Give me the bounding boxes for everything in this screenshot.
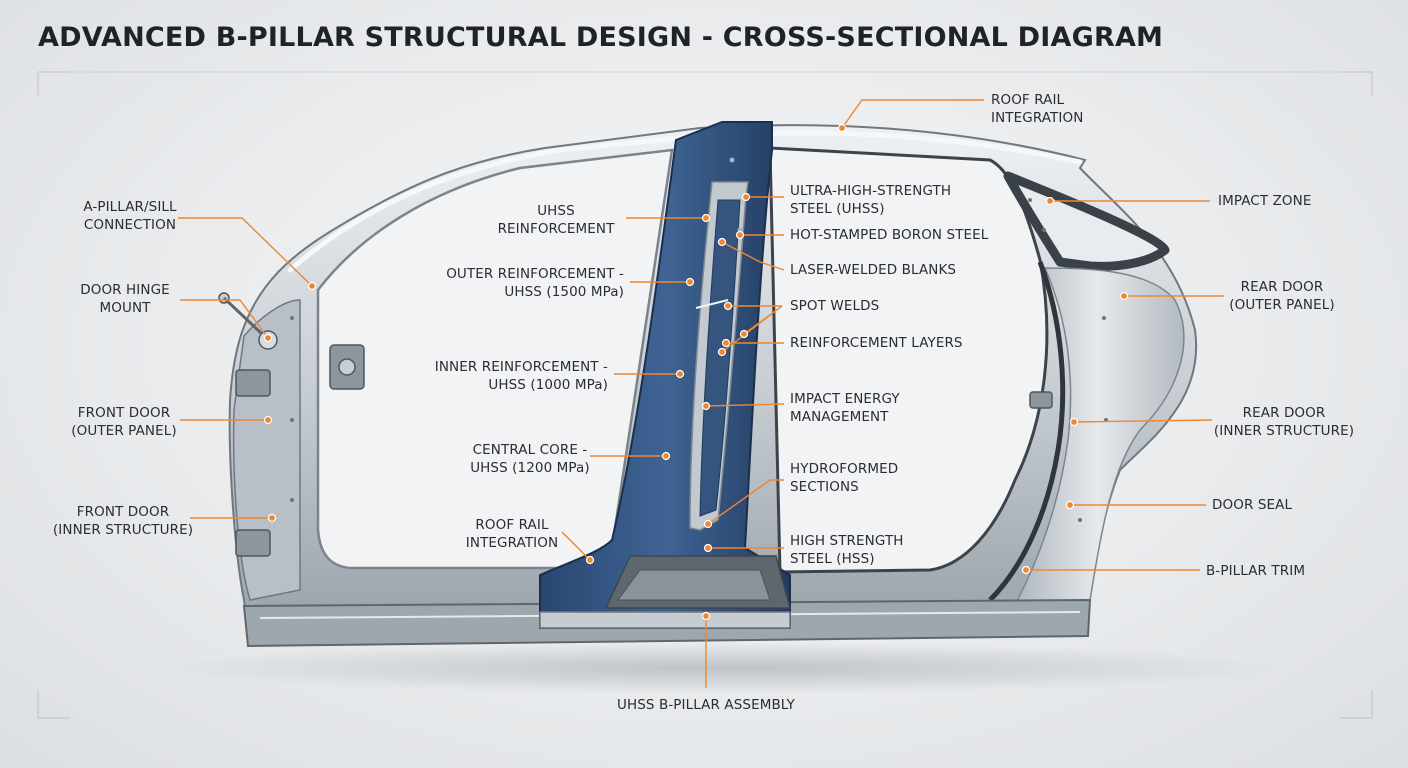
- leader-dots: [263, 123, 1129, 621]
- frame-guides: [37, 71, 1373, 719]
- label-reinforcement-layers: REINFORCEMENT LAYERS: [790, 335, 963, 351]
- label-outer-reinforcement: OUTER REINFORCEMENT -UHSS (1500 MPa): [446, 266, 624, 300]
- leader-lines: [178, 99, 1224, 688]
- label-hot-stamped-boron-steel: HOT-STAMPED BORON STEEL: [790, 227, 989, 243]
- body-side-structure: [218, 121, 1198, 648]
- b-pillar: [539, 121, 791, 629]
- rivets: [290, 198, 1108, 522]
- diagram-title: ADVANCED B-PILLAR STRUCTURAL DESIGN - CR…: [38, 22, 1164, 53]
- rear-door-seal: [988, 261, 1066, 602]
- label-rear-door-outer-panel: REAR DOOR(OUTER PANEL): [1229, 279, 1335, 313]
- label-rear-door-inner-structure: REAR DOOR(INNER STRUCTURE): [1213, 405, 1355, 439]
- label-door-seal: DOOR SEAL: [1212, 497, 1293, 513]
- label-uhss-b-pillar-assembly: UHSS B-PILLAR ASSEMBLY: [617, 697, 795, 713]
- hinge-hardware: [218, 292, 1053, 557]
- label-central-core: CENTRAL CORE -UHSS (1200 MPa): [470, 442, 590, 476]
- rear-door-panel: [1008, 267, 1185, 615]
- label-laser-welded-blanks: LASER-WELDED BLANKS: [790, 262, 957, 278]
- ground-shadow: [160, 642, 1280, 694]
- label-front-door-outer-panel: FRONT DOOR(OUTER PANEL): [71, 405, 177, 439]
- label-b-pillar-trim: B-PILLAR TRIM: [1206, 563, 1306, 579]
- label-inner-reinforcement: INNER REINFORCEMENT -UHSS (1000 MPa): [434, 359, 608, 393]
- label-front-door-inner-structure: FRONT DOOR(INNER STRUCTURE): [52, 504, 194, 538]
- label-impact-zone: IMPACT ZONE: [1218, 193, 1312, 209]
- label-spot-welds: SPOT WELDS: [790, 298, 880, 314]
